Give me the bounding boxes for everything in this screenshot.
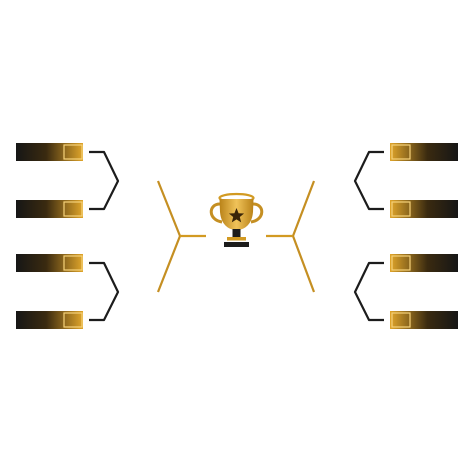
left-slot-3[interactable] xyxy=(16,254,83,272)
left-r2-connector xyxy=(156,180,182,293)
right-r1-upper-connector xyxy=(353,150,384,211)
right-connectors xyxy=(266,150,384,322)
right-r1-lower-connector xyxy=(353,261,384,322)
left-slot-4[interactable] xyxy=(16,311,83,329)
left-r1-lower-connector xyxy=(89,261,120,322)
right-slot-2[interactable] xyxy=(390,200,458,218)
left-slots xyxy=(16,143,83,329)
left-connectors xyxy=(89,150,206,322)
right-r2-connector xyxy=(291,180,316,293)
trophy-icon xyxy=(209,192,264,247)
left-slot-2[interactable] xyxy=(16,200,83,218)
left-slot-1[interactable] xyxy=(16,143,83,161)
right-slot-1[interactable] xyxy=(390,143,458,161)
right-slot-3[interactable] xyxy=(390,254,458,272)
star-icon xyxy=(228,208,245,223)
left-r1-upper-connector xyxy=(89,150,120,211)
right-slots xyxy=(390,143,458,329)
right-slot-4[interactable] xyxy=(390,311,458,329)
